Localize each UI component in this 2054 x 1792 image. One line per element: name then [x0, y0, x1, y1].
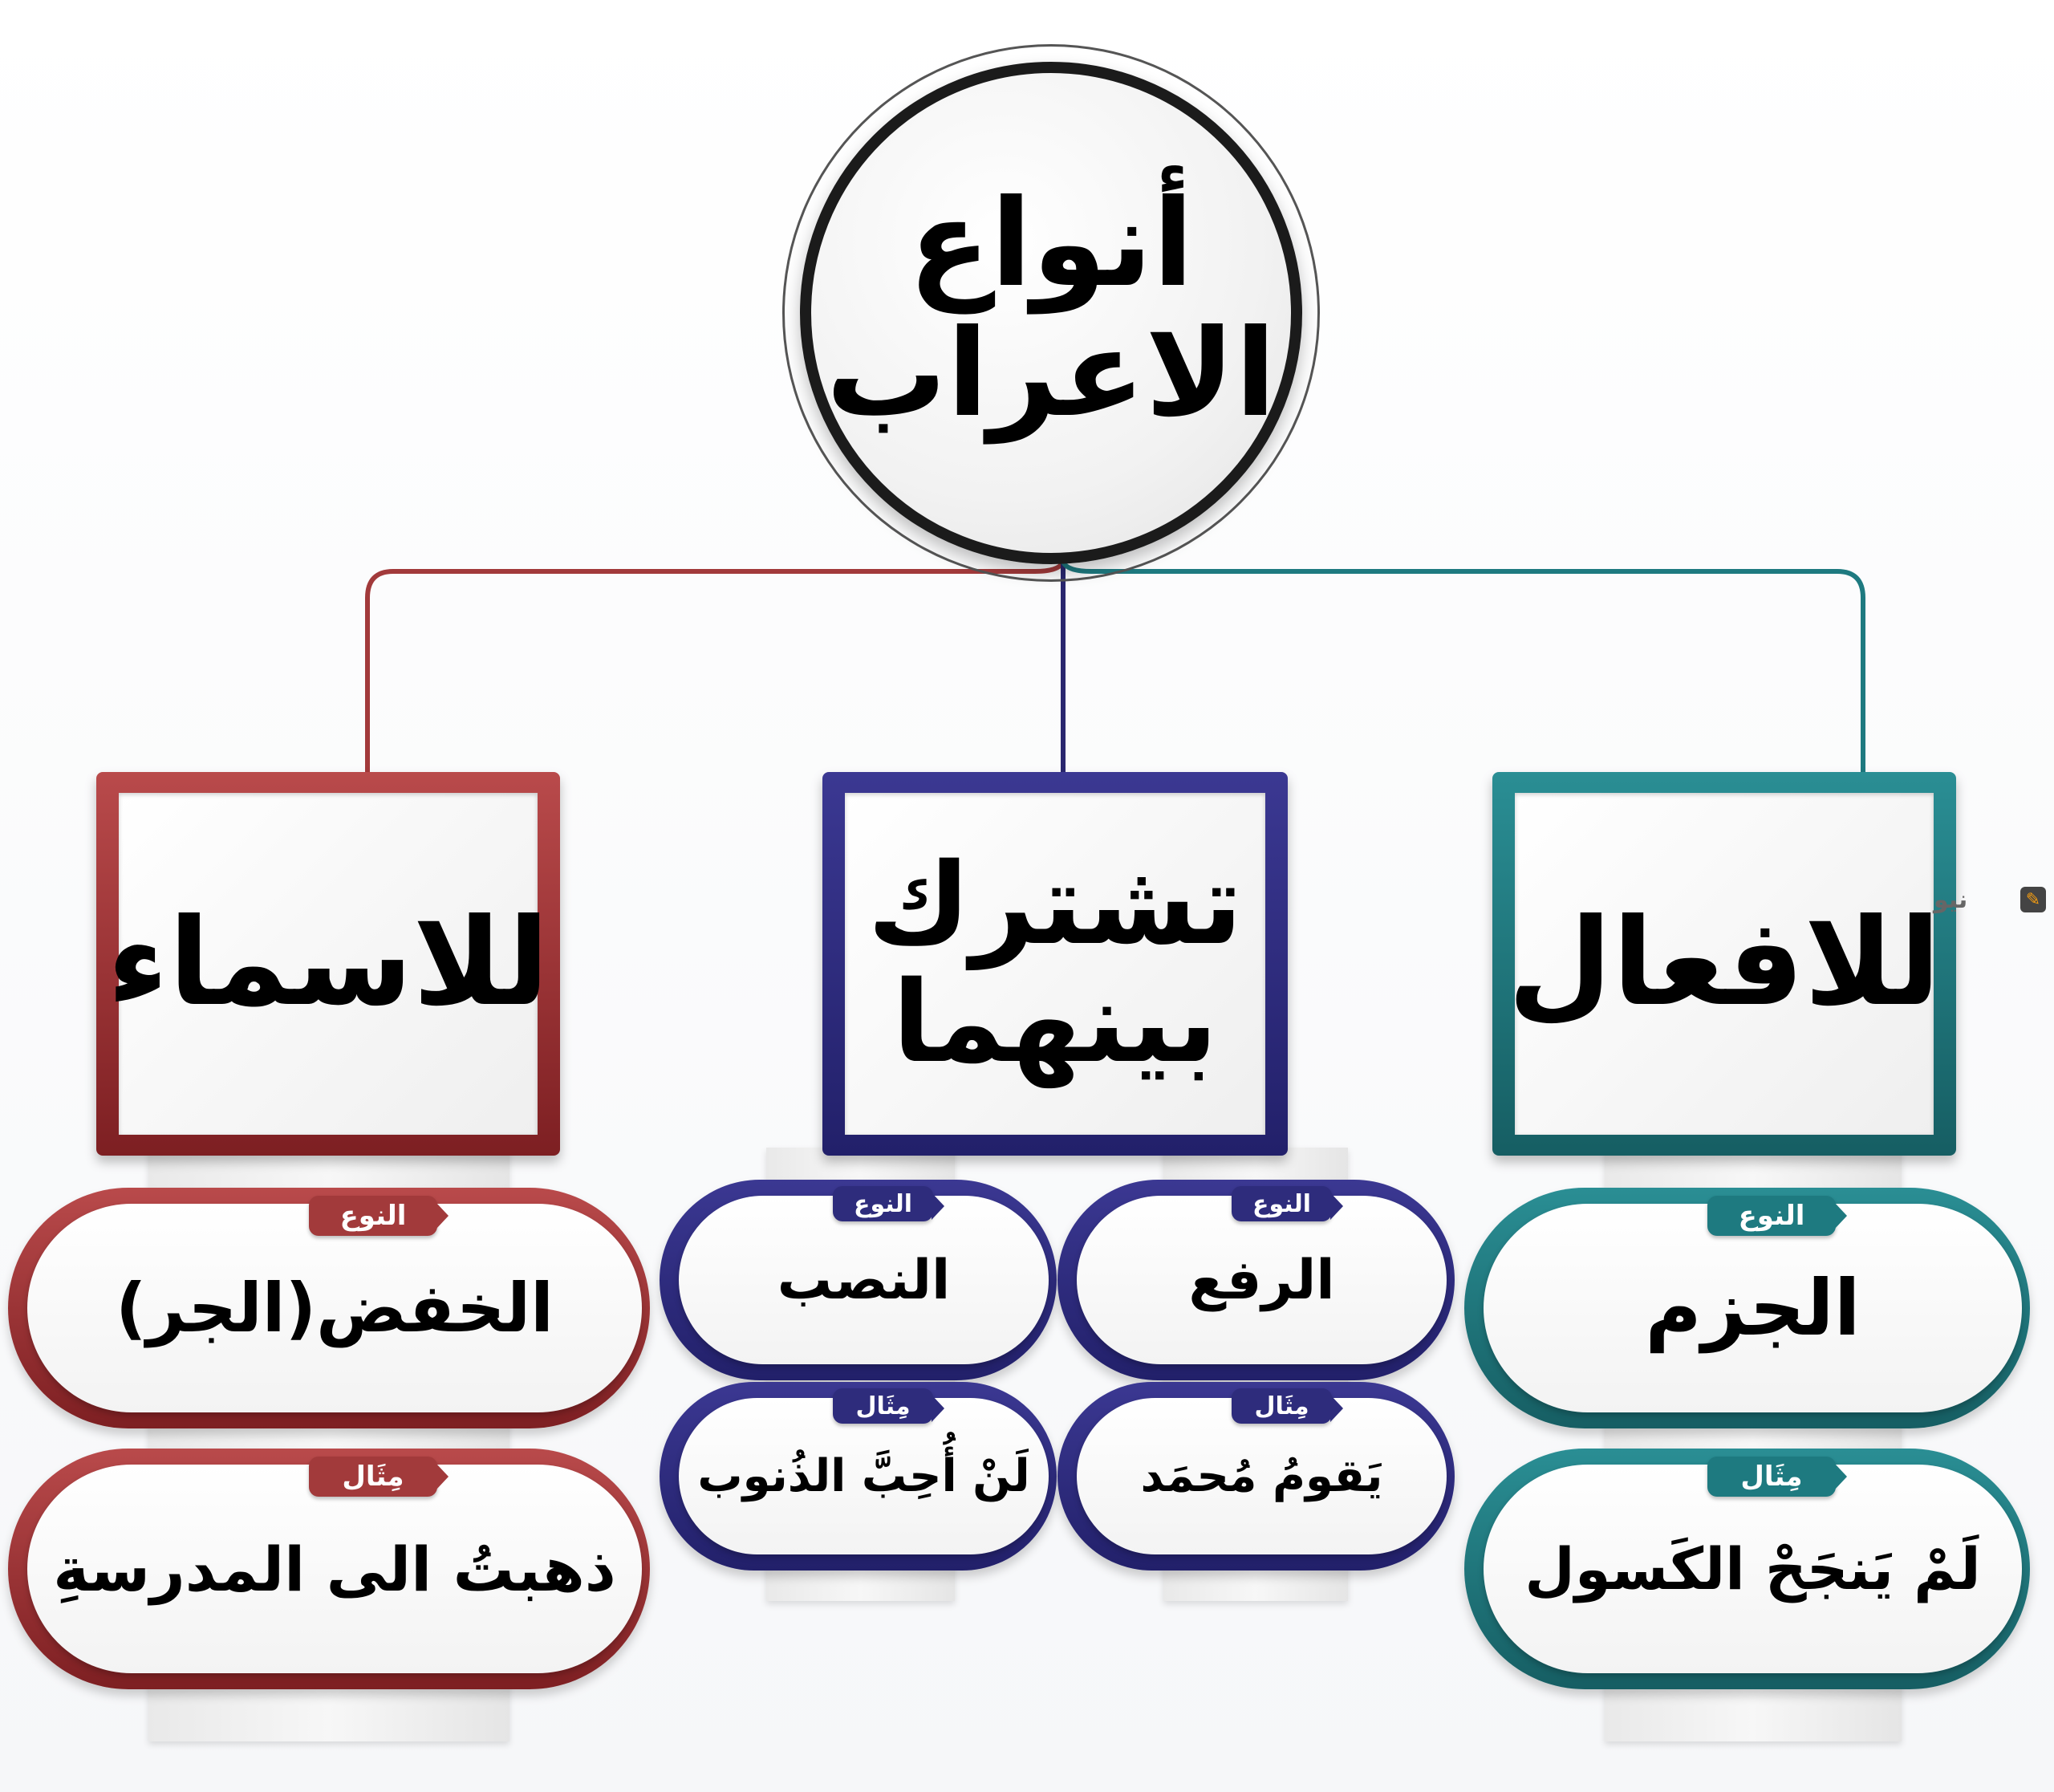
tag-verbs-example: مِثَال: [1707, 1457, 1847, 1497]
tag-nasb-type: النوع: [833, 1186, 944, 1221]
nouns-type-text: الخفض(الجر): [116, 1269, 554, 1347]
category-shared: تشترك بينهما: [822, 772, 1288, 1156]
connector-nouns: [365, 560, 1066, 782]
nouns-example-text: ذهبتُ الى المدرسةِ: [53, 1533, 616, 1605]
pill-nasb-type: النصب: [660, 1180, 1057, 1380]
nasb-example-text: لَنْ أُحِبَّ الذُنوب: [697, 1450, 1030, 1502]
category-verbs-label: للافعال: [1508, 893, 1941, 1034]
pill-nouns-example: ذهبتُ الى المدرسةِ: [8, 1449, 650, 1689]
tag-nasb-example: مِثَال: [833, 1388, 944, 1424]
watermark-text: نيو: [1934, 886, 1968, 914]
category-verbs: للافعال: [1492, 772, 1956, 1156]
root-node: أنواع الاعراب: [782, 44, 1320, 582]
tag-nouns-example: مِثَال: [309, 1457, 449, 1497]
tag-verbs-type: النوع: [1707, 1196, 1847, 1236]
logo-icon: ✎: [2020, 887, 2046, 912]
category-shared-label: تشترك بينهما: [867, 839, 1243, 1088]
category-nouns-label: للاسماء: [107, 893, 550, 1034]
verbs-example-text: لَمْ يَنجَحْ الكَسول: [1524, 1535, 1981, 1603]
nasb-type-text: النصب: [777, 1248, 951, 1312]
tag-raf-type: النوع: [1232, 1186, 1343, 1221]
verbs-type-text: الجزم: [1645, 1263, 1861, 1353]
pill-nasb-example: لَنْ أُحِبَّ الذُنوب: [660, 1382, 1057, 1571]
tag-raf-example: مِثَال: [1232, 1388, 1343, 1424]
connector-verbs: [1061, 560, 1865, 782]
raf-example-text: يَقومُ مُحمَد: [1140, 1450, 1383, 1502]
root-title: أنواع الاعراب: [826, 174, 1277, 444]
root-circle: أنواع الاعراب: [800, 62, 1302, 564]
tag-nouns-type: النوع: [309, 1196, 449, 1236]
raf-type-text: الرفع: [1188, 1248, 1335, 1312]
category-nouns: للاسماء: [96, 772, 560, 1156]
